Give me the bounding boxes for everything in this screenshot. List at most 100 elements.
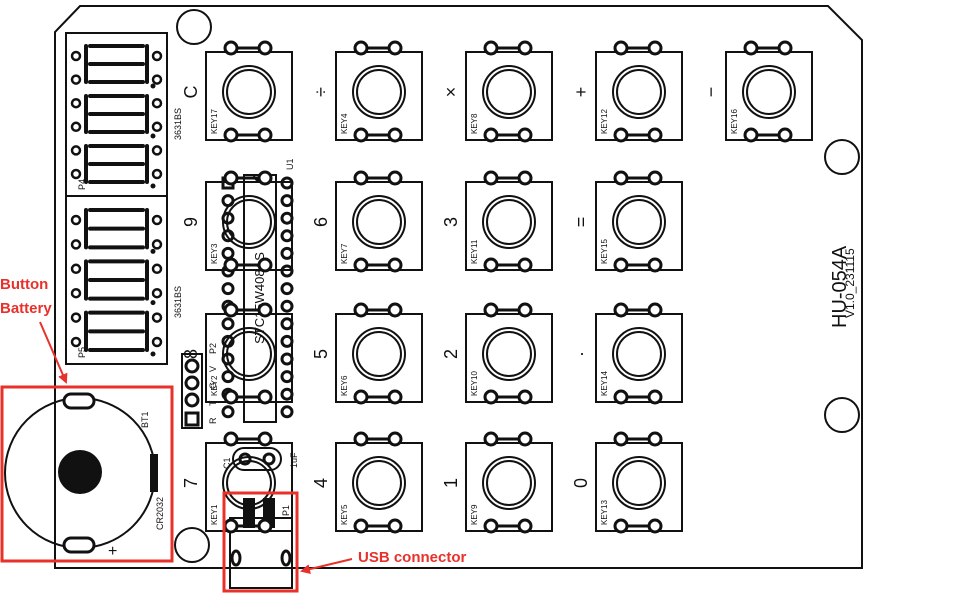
key-button[interactable] bbox=[616, 460, 662, 506]
key-button[interactable] bbox=[226, 331, 272, 377]
key-button[interactable] bbox=[486, 331, 532, 377]
key-ref: KEY7 bbox=[340, 243, 349, 264]
key-ref: KEY14 bbox=[600, 371, 609, 396]
key-label: × bbox=[441, 87, 461, 98]
header-pin bbox=[184, 392, 200, 408]
display-pin bbox=[151, 168, 163, 180]
key-button[interactable] bbox=[486, 69, 532, 115]
key-ref: KEY15 bbox=[600, 239, 609, 264]
chip-pin bbox=[221, 370, 235, 384]
key-button-ring bbox=[482, 327, 536, 381]
key-button[interactable] bbox=[486, 199, 532, 245]
key-button[interactable] bbox=[226, 69, 272, 115]
key-label: 3 bbox=[441, 217, 461, 227]
mounting-hole bbox=[824, 139, 860, 175]
key-pad bbox=[387, 170, 403, 186]
key-pad bbox=[517, 127, 533, 143]
key-ref: KEY1 bbox=[210, 504, 219, 525]
key-pad bbox=[387, 302, 403, 318]
key-button-ring bbox=[352, 195, 406, 249]
key-pad bbox=[647, 257, 663, 273]
key-ref: KEY17 bbox=[210, 109, 219, 134]
key-pad bbox=[483, 170, 499, 186]
key-pad bbox=[613, 127, 629, 143]
key-button[interactable] bbox=[226, 460, 272, 506]
key-key4[interactable]: KEY4÷ bbox=[311, 40, 423, 143]
key-key8[interactable]: KEY8× bbox=[441, 40, 553, 143]
key-label: − bbox=[701, 87, 721, 98]
key-pad bbox=[517, 170, 533, 186]
annotations: Button Battery USB connector bbox=[0, 276, 467, 593]
key-key12[interactable]: KEY12+ bbox=[571, 40, 683, 143]
usb-arrow bbox=[300, 558, 353, 574]
key-pad bbox=[517, 389, 533, 405]
display-pin bbox=[151, 336, 163, 348]
key-pad bbox=[647, 127, 663, 143]
key-button[interactable] bbox=[356, 69, 402, 115]
display-pin bbox=[151, 145, 163, 156]
key-button-ring bbox=[222, 456, 276, 510]
key-key15[interactable]: KEY15= bbox=[571, 170, 683, 273]
key-button[interactable] bbox=[746, 69, 792, 115]
key-button-ring bbox=[222, 195, 276, 249]
key-pad bbox=[257, 257, 273, 273]
key-ref: KEY11 bbox=[470, 239, 479, 264]
display-decimal-point bbox=[150, 248, 156, 254]
key-outline bbox=[335, 442, 423, 532]
key-button[interactable] bbox=[486, 460, 532, 506]
key-key17[interactable]: KEY17 C bbox=[181, 40, 293, 143]
chip-pin bbox=[280, 229, 294, 243]
key-outline bbox=[335, 51, 423, 141]
display-pin bbox=[70, 263, 82, 275]
key-button[interactable] bbox=[226, 199, 272, 245]
display-pin bbox=[70, 214, 82, 226]
chip-pin bbox=[221, 246, 235, 260]
key-pad bbox=[353, 257, 369, 273]
key-key1[interactable]: KEY17 bbox=[181, 431, 293, 534]
key-label: C bbox=[181, 86, 201, 99]
display-group: P4 P5 3631BS 3631BS bbox=[65, 32, 183, 365]
key-ref: KEY6 bbox=[340, 375, 349, 396]
display-pin bbox=[151, 121, 163, 133]
key-button[interactable] bbox=[616, 69, 662, 115]
board-model: HU-054A bbox=[829, 245, 851, 328]
chip-pin bbox=[280, 246, 294, 260]
display-p4-part: 3631BS bbox=[173, 108, 183, 140]
display-p4-ref: P4 bbox=[77, 179, 87, 190]
key-pad bbox=[257, 431, 273, 447]
key-button[interactable] bbox=[356, 331, 402, 377]
key-pad bbox=[517, 257, 533, 273]
key-button[interactable] bbox=[616, 331, 662, 377]
display-p5-ref: P5 bbox=[77, 347, 87, 358]
display-pin bbox=[151, 74, 163, 85]
key-label: 0 bbox=[571, 478, 591, 488]
key-label: 1 bbox=[441, 478, 461, 488]
key-button[interactable] bbox=[356, 199, 402, 245]
key-button[interactable] bbox=[616, 199, 662, 245]
header-ref: P2 bbox=[208, 343, 218, 354]
key-label: · bbox=[571, 351, 591, 357]
key-key16[interactable]: KEY16− bbox=[701, 40, 813, 143]
mounting-hole bbox=[176, 9, 212, 45]
key-pad bbox=[257, 518, 273, 534]
key-label: ÷ bbox=[311, 87, 331, 97]
key-outline bbox=[205, 181, 293, 271]
chip-pin bbox=[280, 211, 294, 225]
header-pin-label-g: G bbox=[208, 382, 218, 389]
key-key14[interactable]: KEY14 · bbox=[571, 302, 683, 405]
key-ref: KEY12 bbox=[600, 109, 609, 134]
key-pad bbox=[613, 302, 629, 318]
mounting-hole bbox=[174, 527, 210, 563]
key-key11[interactable]: KEY11 3 bbox=[441, 170, 553, 273]
usb-pad bbox=[243, 498, 255, 528]
key-button[interactable] bbox=[356, 460, 402, 506]
key-pad bbox=[387, 518, 403, 534]
